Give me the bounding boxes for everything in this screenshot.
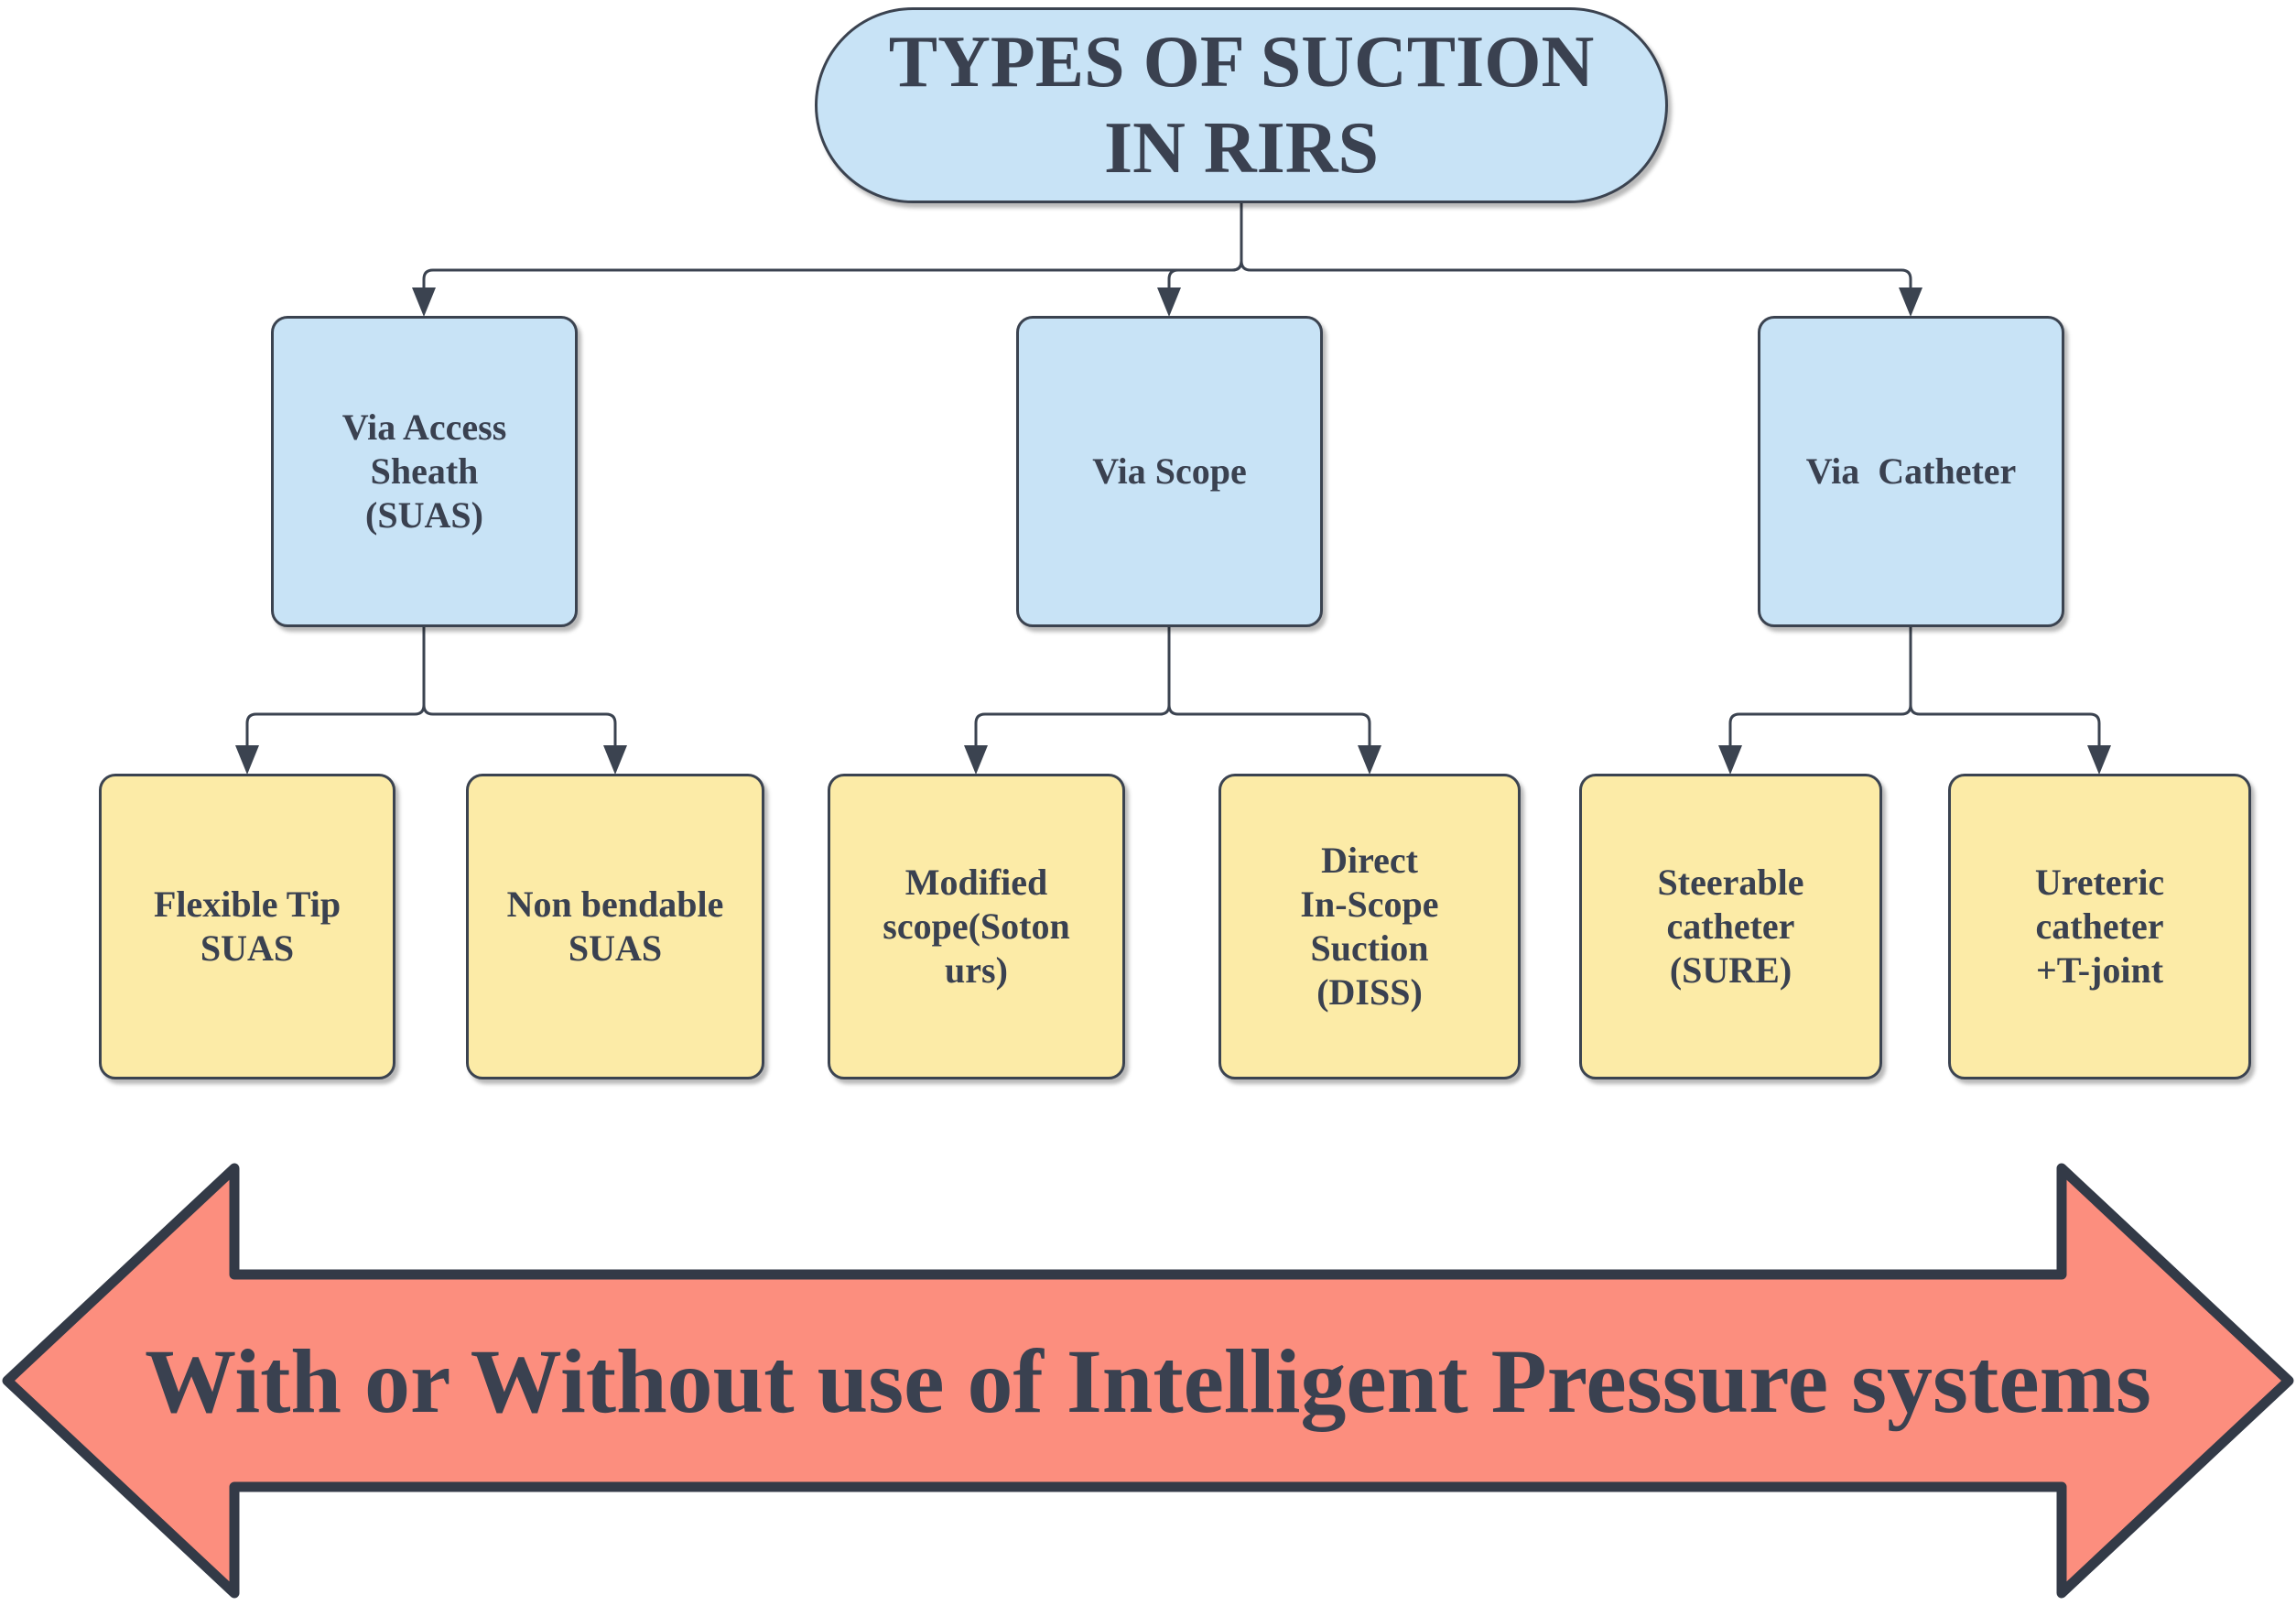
node-non-bendable-suas: Non bendable SUAS [466,774,764,1079]
node-ureteric-catheter-t-joint-label: Ureteric catheter +T-joint [2034,862,2165,991]
node-direct-in-scope-suction: Direct In-Scope Suction (DISS) [1218,774,1521,1079]
arrowhead-non-bendable [603,745,627,775]
node-modified-scope: Modified scope(Soton urs) [828,774,1125,1079]
node-via-scope: Via Scope [1016,316,1323,627]
connectors-via-catheter [1718,627,2111,775]
connector-catheter-to-steerable [1728,627,1912,749]
node-via-access-sheath: Via Access Sheath (SUAS) [271,316,578,627]
node-modified-scope-label: Modified scope(Soton urs) [883,862,1070,991]
node-steerable-catheter: Steerable catheter (SURE) [1579,774,1882,1079]
node-flexible-tip-suas-label: Flexible Tip SUAS [153,884,341,969]
connector-root-to-via-scope [1167,203,1243,291]
node-steerable-catheter-label: Steerable catheter (SURE) [1657,862,1804,991]
double-headed-arrow-shape [2,1163,2294,1599]
arrowhead-diss [1358,745,1381,775]
node-ureteric-catheter-t-joint: Ureteric catheter +T-joint [1948,774,2251,1079]
banner-label: With or Without use of Intelligent Press… [145,1329,2151,1432]
connector-suas-to-flexible-tip [245,627,426,749]
node-direct-in-scope-suction-label: Direct In-Scope Suction (DISS) [1300,840,1439,1013]
arrowhead-steerable [1718,745,1742,775]
node-non-bendable-suas-label: Non bendable SUAS [506,884,724,969]
node-root: TYPES OF SUCTION IN RIRS [815,7,1668,203]
node-via-catheter: Via Catheter [1758,316,2064,627]
arrowhead-ureteric [2087,745,2111,775]
node-via-catheter-label: Via Catheter [1805,450,2017,492]
arrowhead-via-access-sheath [412,287,436,317]
connector-root-to-via-catheter [1240,203,1912,291]
connector-suas-to-non-bendable [422,627,617,749]
connector-scope-to-diss [1167,627,1371,749]
arrowhead-flexible-tip [235,745,259,775]
arrowhead-via-scope [1157,287,1181,317]
node-flexible-tip-suas: Flexible Tip SUAS [99,774,395,1079]
connectors-via-scope [964,627,1381,775]
connector-scope-to-modified-scope [974,627,1171,749]
connector-catheter-to-ureteric [1909,627,2101,749]
connector-root-to-via-access-sheath [422,203,1243,291]
connectors-root [412,203,1922,317]
arrowhead-modified-scope [964,745,988,775]
arrowhead-via-catheter [1899,287,1922,317]
node-via-access-sheath-label: Via Access Sheath (SUAS) [341,407,507,536]
node-via-scope-label: Via Scope [1092,450,1247,492]
node-root-label: TYPES OF SUCTION IN RIRS [888,21,1595,189]
connectors-via-access-sheath [235,627,627,775]
